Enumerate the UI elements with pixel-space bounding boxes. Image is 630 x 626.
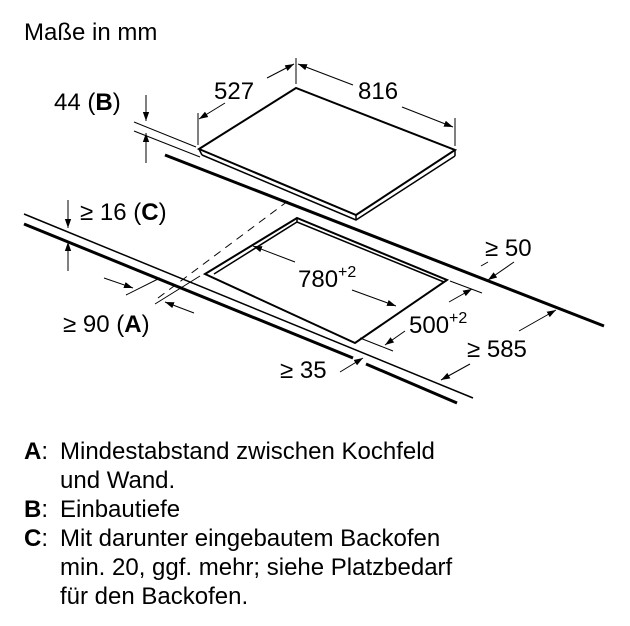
wall-a-dimension	[103, 275, 201, 314]
cooktop	[196, 86, 458, 221]
counter-585-label: ≥ 585	[467, 336, 527, 363]
rear-50-leader	[487, 261, 515, 281]
wall-a-label: ≥ 90 (A)	[63, 311, 150, 338]
counter-rear-edge	[164, 153, 605, 328]
hob-size-dimension	[197, 58, 456, 146]
rear-50-label: ≥ 50	[485, 235, 532, 262]
width-816-label: 816	[358, 78, 399, 105]
counter-front-edge	[23, 213, 474, 405]
height-b-label: 44 (B)	[54, 89, 121, 116]
page-title: Maße in mm	[24, 19, 158, 46]
counter-585-dimension	[440, 309, 557, 381]
height-b-dimension	[133, 95, 201, 163]
depth-527-label: 527	[214, 78, 255, 105]
rear-50-arrow	[480, 261, 489, 267]
cutout	[202, 216, 450, 345]
cutout-width-dimension	[252, 245, 397, 307]
gap-c-label: ≥ 16 (C)	[80, 199, 167, 226]
cutout-depth-label: 500+2	[409, 310, 468, 339]
cutout-depth-dimension	[359, 280, 483, 352]
legend-item-b: B: Einbautiefe	[24, 496, 181, 523]
installation-diagram	[23, 58, 605, 405]
front-35-arrow	[339, 357, 364, 373]
front-35-label: ≥ 35	[280, 357, 327, 384]
cutout-width-label: 780+2	[298, 264, 357, 293]
